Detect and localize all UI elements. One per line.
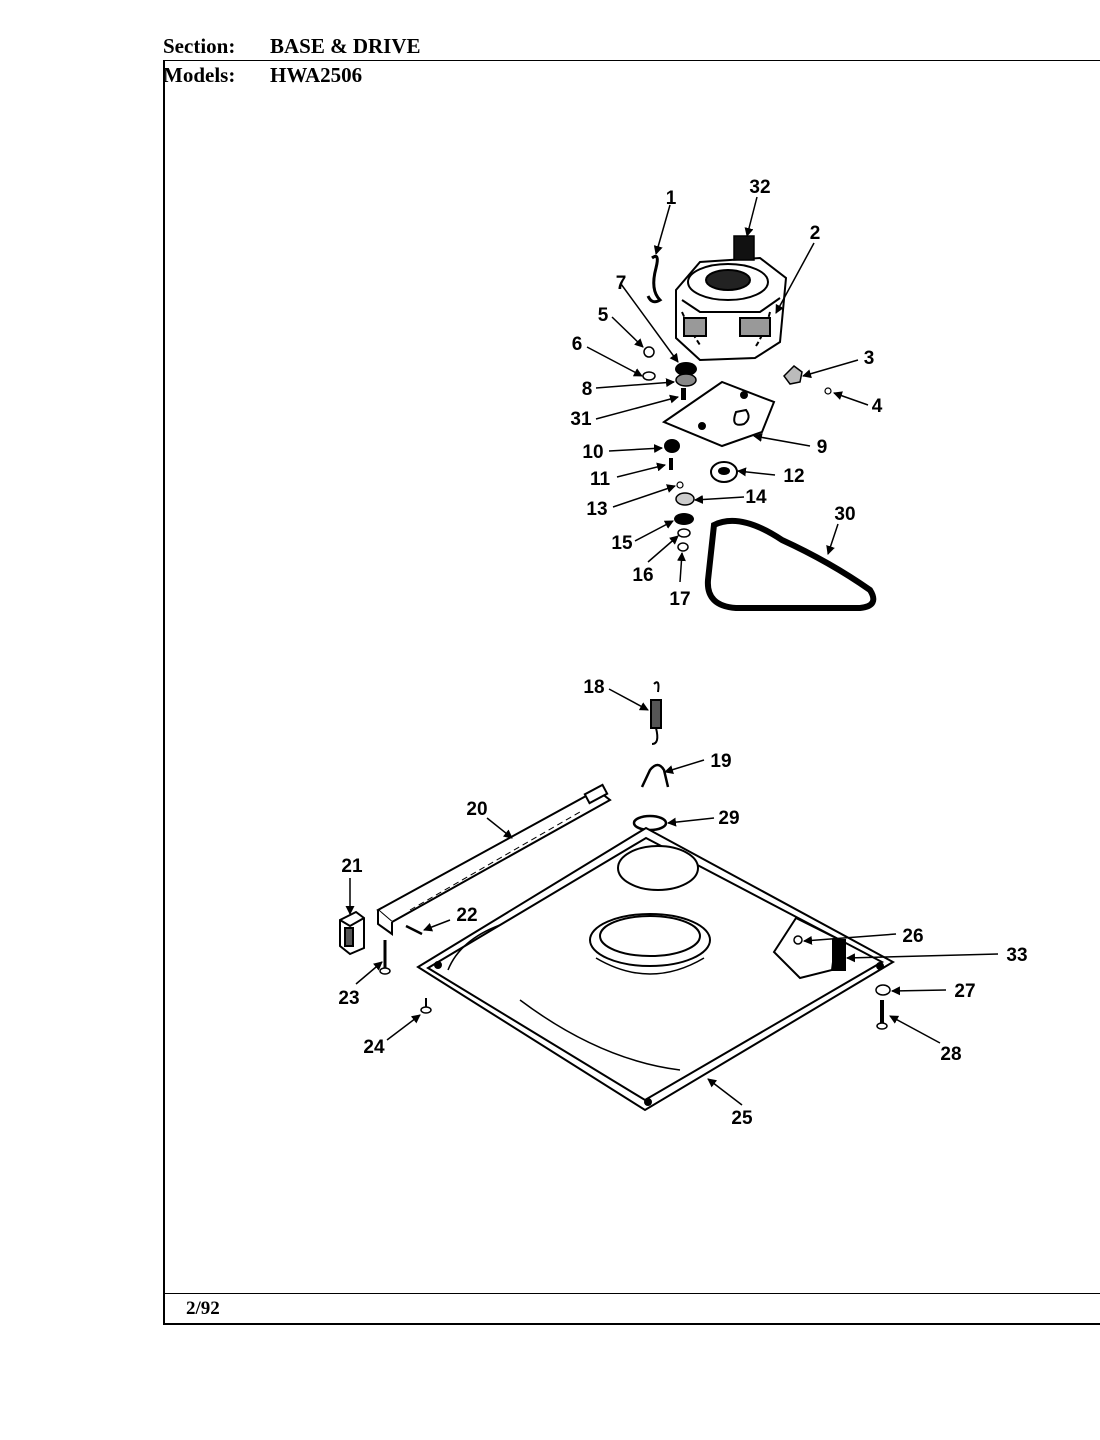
- page-frame: [163, 60, 1100, 1325]
- callout-28: 28: [940, 1044, 961, 1065]
- bolt-part-23: [379, 940, 391, 975]
- nut-part-17: [677, 542, 689, 552]
- callout-4: 4: [872, 396, 883, 417]
- pulley-part-7: [675, 362, 697, 376]
- callout-12: 12: [783, 466, 804, 487]
- callout-25: 25: [731, 1108, 753, 1129]
- washer-part-6: [642, 371, 656, 381]
- clip-part-19: [640, 763, 670, 788]
- callout-17: 17: [669, 589, 690, 610]
- section-label: Section:: [163, 34, 236, 58]
- callout-8: 8: [582, 379, 593, 400]
- callout-30: 30: [834, 504, 855, 525]
- callout-14: 14: [745, 487, 767, 508]
- motor-part-2: [675, 256, 788, 362]
- callout-27: 27: [954, 981, 975, 1002]
- pin-part-11: [669, 458, 673, 470]
- pin-part-22: [405, 924, 423, 936]
- pin-part-31: [681, 388, 686, 400]
- screw-part-24: [420, 998, 432, 1014]
- models-value: HWA2506: [270, 63, 363, 87]
- callout-23: 23: [338, 988, 359, 1009]
- callout-32: 32: [749, 177, 770, 198]
- callout-13: 13: [586, 499, 607, 520]
- callout-33: 33: [1006, 945, 1027, 966]
- washer-part-14: [675, 492, 695, 506]
- clip-part-3: [783, 365, 803, 385]
- callout-18: 18: [583, 677, 604, 698]
- screw-part-4: [824, 387, 832, 395]
- nut-part-27: [875, 984, 891, 996]
- callout-2: 2: [810, 223, 821, 244]
- section-value: BASE & DRIVE: [270, 34, 421, 58]
- callout-5: 5: [598, 305, 609, 326]
- nut-part-10: [664, 439, 680, 453]
- callout-9: 9: [817, 437, 828, 458]
- callout-29: 29: [718, 808, 739, 829]
- rail-part-20: [376, 783, 612, 936]
- washer-part-16: [677, 528, 691, 538]
- belt-part-30: [704, 517, 877, 611]
- callout-21: 21: [341, 856, 363, 877]
- callout-22: 22: [456, 905, 477, 926]
- mounting-plate-part-9: [661, 380, 776, 448]
- footer-rule: [163, 1293, 1100, 1294]
- bolt-part-5: [643, 346, 655, 358]
- bushing-part-8: [675, 373, 697, 387]
- callout-10: 10: [582, 442, 603, 463]
- callout-26: 26: [902, 926, 923, 947]
- callout-24: 24: [363, 1037, 385, 1058]
- callout-11: 11: [590, 469, 611, 490]
- models-label: Models:: [163, 63, 236, 87]
- washer-part-29: [632, 814, 668, 832]
- seal-part-15: [674, 513, 694, 525]
- callout-7: 7: [616, 273, 627, 294]
- screw-part-26: [793, 935, 803, 945]
- spring-part-18: [650, 681, 662, 745]
- callout-31: 31: [570, 409, 592, 430]
- callout-19: 19: [710, 751, 731, 772]
- callout-labels: 1 2 3 4 5 6 7 8 9 10 11 12 13 14 15 16 1…: [338, 177, 1027, 1129]
- callout-15: 15: [611, 533, 633, 554]
- callout-16: 16: [632, 565, 653, 586]
- callout-leaders: [345, 196, 999, 1106]
- callout-1: 1: [666, 188, 677, 209]
- foot-part-21: [339, 910, 365, 956]
- pulley-part-12: [710, 461, 738, 483]
- callout-6: 6: [572, 334, 583, 355]
- ball-part-13: [676, 481, 684, 489]
- wire-part-1: [646, 254, 663, 304]
- callout-20: 20: [466, 799, 487, 820]
- callout-3: 3: [864, 348, 875, 369]
- footer-date: 2/92: [186, 1298, 220, 1319]
- base-plate-part-25: [416, 826, 896, 1112]
- capacitor-part-32: [733, 235, 755, 261]
- bolt-part-28: [876, 1000, 888, 1030]
